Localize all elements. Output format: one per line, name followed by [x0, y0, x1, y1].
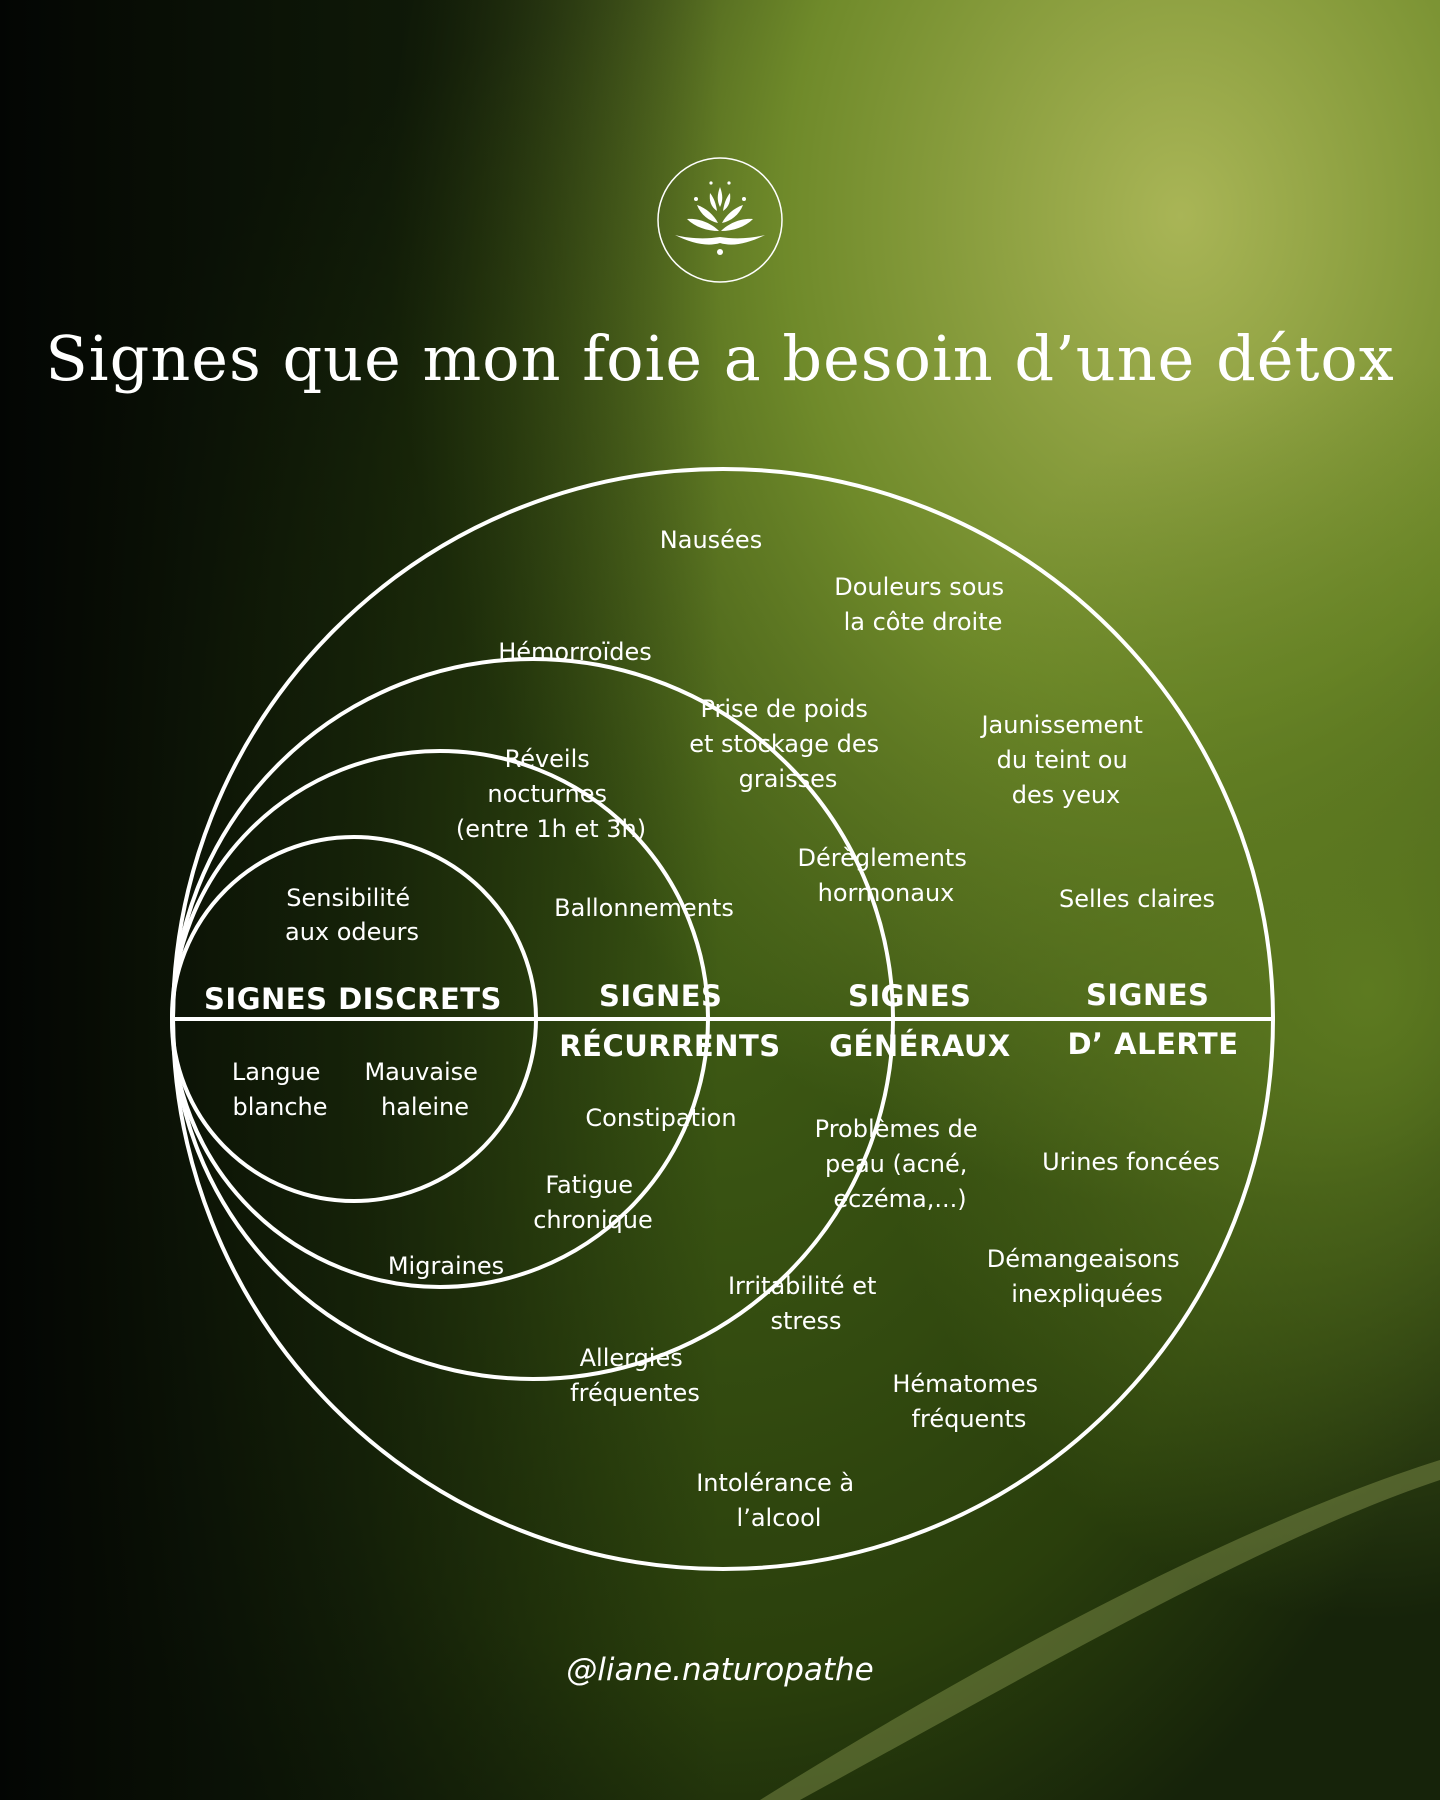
item-dereglements-hormonaux: Dérèglements hormonaux: [798, 844, 975, 907]
item-nausees: Nausées: [660, 526, 762, 554]
item-reveils-nocturnes: Réveils nocturnes (entre 1h et 3h): [456, 745, 646, 843]
item-selles-claires: Selles claires: [1059, 885, 1215, 913]
item-problemes-peau: Problèmes de peau (acné, eczéma,...): [815, 1115, 986, 1213]
header-alerte: SIGNES D’ ALERTE: [1067, 978, 1238, 1061]
logo: [657, 157, 783, 283]
item-intolerance-alcool: Intolérance à l’alcool: [696, 1469, 862, 1532]
lotus-icon: [657, 157, 783, 283]
item-ballonnements: Ballonnements: [554, 894, 734, 922]
item-migraines: Migraines: [388, 1252, 504, 1280]
header-discrets: SIGNES DISCRETS: [204, 982, 502, 1016]
item-mauvaise-haleine: Mauvaise haleine: [364, 1058, 485, 1121]
item-irritabilite-stress: Irritabilité et stress: [728, 1272, 884, 1335]
page-title: Signes que mon foie a besoin d’une détox: [45, 322, 1395, 395]
item-hematomes: Hématomes fréquents: [892, 1370, 1045, 1433]
item-fatigue-chronique: Fatigue chronique: [533, 1171, 653, 1234]
item-douleurs-cote: Douleurs sous la côte droite: [834, 573, 1012, 636]
item-constipation: Constipation: [585, 1104, 736, 1132]
header-recurrents: SIGNES RÉCURRENTS: [559, 979, 780, 1063]
instagram-handle[interactable]: @liane.naturopathe: [566, 1652, 874, 1688]
item-sensibilite-odeurs: Sensibilité aux odeurs: [285, 884, 419, 946]
item-jaunissement: Jaunissement du teint ou des yeux: [979, 711, 1150, 809]
item-urines-foncees: Urines foncées: [1042, 1148, 1220, 1176]
item-prise-de-poids: Prise de poids et stockage des graisses: [689, 695, 887, 793]
item-demangeaisons: Démangeaisons inexpliquées: [987, 1245, 1187, 1308]
item-langue-blanche: Langue blanche: [232, 1058, 328, 1121]
item-hemorroides: Hémorroïdes: [498, 638, 652, 666]
header-generaux: SIGNES GÉNÉRAUX: [829, 979, 1010, 1063]
item-allergies-frequentes: Allergies fréquentes: [570, 1344, 700, 1407]
